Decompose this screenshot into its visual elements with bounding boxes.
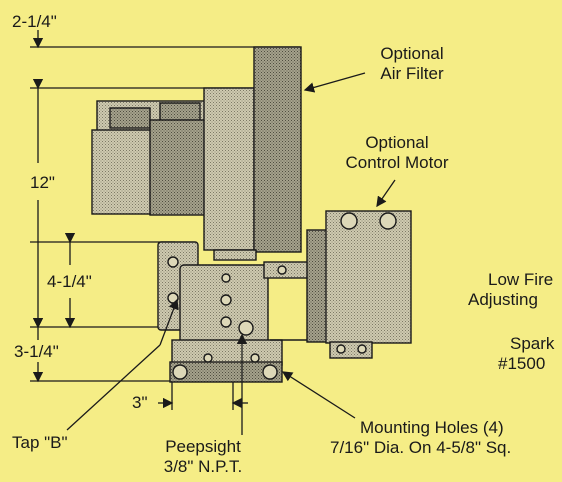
peepsight-label: Peepsight 3/8" N.P.T. (163, 437, 243, 476)
low-fire-label: Low Fire Adjusting (468, 270, 554, 309)
spark-label: Spark #1500 (498, 334, 555, 373)
air-filter-label: Optional Air Filter (380, 44, 444, 83)
tap-b-label: Tap "B" (12, 433, 68, 452)
dim-mid: 4-1/4" (47, 272, 92, 291)
control-motor-label: Optional Control Motor (345, 133, 449, 172)
dim-bottom: 3-1/4" (14, 342, 59, 361)
mounting-holes-label: Mounting Holes (4) 7/16" Dia. On 4-5/8" … (330, 418, 512, 457)
dim-overall-height: 12" (30, 173, 55, 192)
dim-width: 3" (132, 393, 148, 412)
dim-top: 2-1/4" (12, 12, 57, 31)
